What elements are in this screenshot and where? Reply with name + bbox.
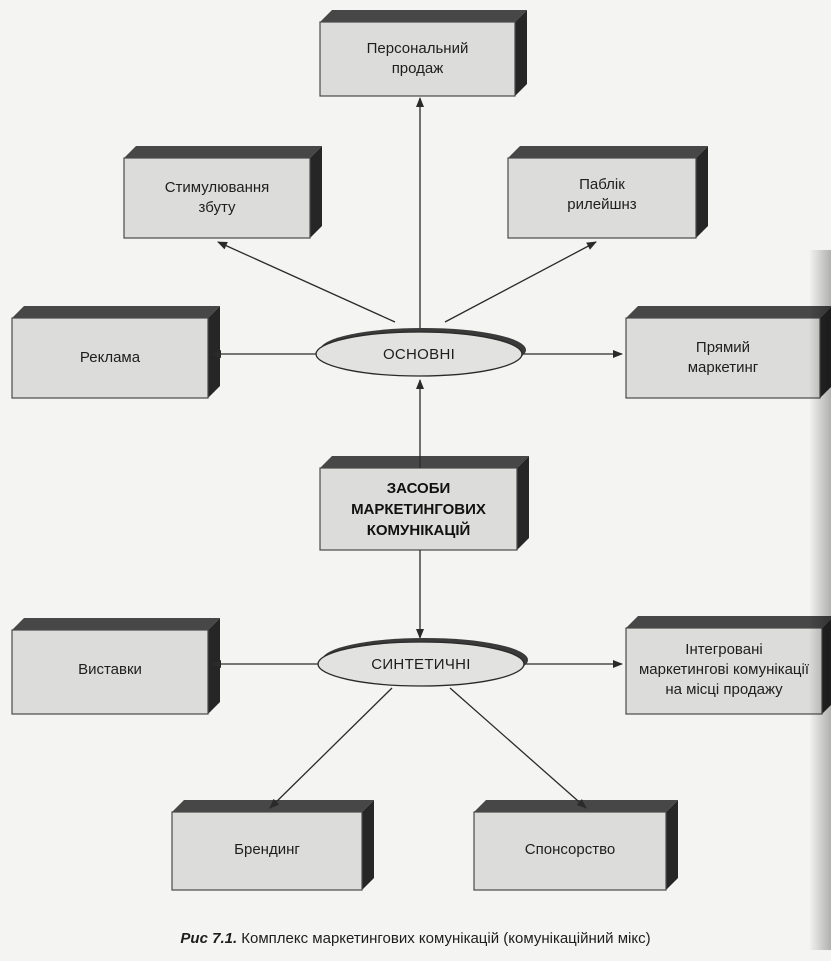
box-branding-front-face [171,811,363,891]
ellipse-main-body [315,331,523,377]
box-advertising-label: Реклама [79,349,141,366]
box-center-side-face [517,456,529,550]
box-public-relations-top-face [508,146,708,158]
ellipse-main-label: ОСНОВНІ [382,345,456,363]
box-direct-marketing-label: Прямий маркетинг [687,339,759,376]
box-center-top-face [320,456,529,468]
box-sales-promotion-top-face [124,146,322,158]
box-sales-promotion-side-face [310,146,322,238]
center-box-label: ЗАСОБИ МАРКЕТИНГОВИХ КОМУНІКАЦІЙ [351,479,486,539]
box-exhibitions-front-face [11,629,209,715]
box-advertising-top-face [12,306,220,318]
box-public-relations-front-face [507,157,697,239]
ellipse-synthetic [317,638,528,687]
box-advertising-side-face [208,306,220,398]
box-branding-side-face [362,800,374,890]
box-personal-selling-label: Персональний продаж [366,40,469,77]
ellipse-synthetic-label: СИНТЕТИЧНІ [371,655,471,673]
box-sponsorship-side-face [666,800,678,890]
box-advertising [11,306,220,399]
box-personal-selling-top-face [320,10,527,22]
edge-main-to-sales-promotion [217,241,396,323]
box-center [319,456,529,551]
edge-synthetic-to-branding [269,687,393,809]
ellipse-main [315,328,526,377]
box-sales-promotion [123,146,322,239]
box-direct-marketing-front-face [625,317,821,399]
ellipse-synthetic-body [317,641,525,687]
box-integrated-pos-top-face [626,616,831,628]
page-edge-shadow [809,250,831,950]
box-integrated-pos-side-face [822,619,831,714]
box-public-relations [507,146,708,239]
box-exhibitions-side-face [208,618,220,714]
box-personal-selling [319,10,527,97]
box-branding-label: Брендинг [234,841,300,858]
box-sponsorship-label: Спонсорство [524,841,616,858]
edge-synthetic-to-sponsorship [449,687,587,809]
box-public-relations-label: Паблік рилейшнз [567,176,637,213]
box-integrated-pos [625,616,831,715]
box-personal-selling-front-face [319,21,516,97]
box-sponsorship [473,800,678,891]
edge-main-to-public-relations [444,241,597,323]
box-exhibitions-label: Виставки [78,661,142,678]
box-advertising-front-face [11,317,209,399]
box-sales-promotion-front-face [123,157,311,239]
box-exhibitions-top-face [12,618,220,630]
box-direct-marketing [625,306,831,399]
box-center-front-face [319,467,518,551]
box-branding [171,800,374,891]
box-sponsorship-top-face [474,800,678,812]
box-sales-promotion-label: Стимулювання збуту [164,179,270,216]
box-integrated-pos-label: Інтегровані маркетингові комунікації на … [638,641,810,698]
box-sponsorship-front-face [473,811,667,891]
box-exhibitions [11,618,220,715]
caption-text: Комплекс маркетингових комунікацій (кому… [237,930,651,947]
figure-caption: Рис 7.1. Комплекс маркетингових комуніка… [0,930,831,947]
box-direct-marketing-top-face [626,306,831,318]
box-integrated-pos-front-face [625,627,823,715]
caption-lead: Рис 7.1. [180,930,238,947]
box-public-relations-side-face [696,146,708,238]
box-personal-selling-side-face [515,10,527,96]
box-direct-marketing-side-face [820,307,831,398]
